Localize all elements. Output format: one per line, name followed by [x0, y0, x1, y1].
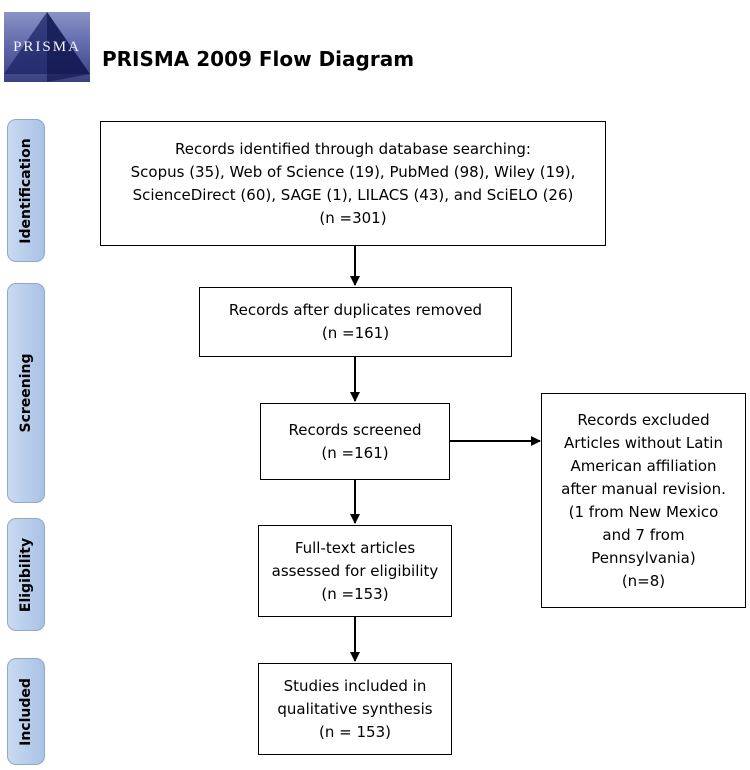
box-fulltext-assessed: Full-text articles assessed for eligibil…	[258, 525, 452, 617]
excluded-line-6: and 7 from	[602, 525, 685, 544]
included-line-1: Studies included in	[283, 676, 427, 695]
box-records-excluded: Records excluded Articles without Latin …	[541, 393, 746, 608]
fulltext-line-2: assessed for eligibility	[271, 561, 439, 580]
excluded-line-3: American affiliation	[570, 456, 717, 475]
excluded-line-1: Records excluded	[577, 410, 710, 429]
box-studies-included: Studies included in qualitative synthesi…	[258, 663, 452, 755]
screened-line-2: (n =161)	[321, 443, 389, 462]
box-records-identified: Records identified through database sear…	[100, 121, 606, 246]
excluded-line-8: (n=8)	[621, 571, 666, 590]
screened-line-1: Records screened	[288, 420, 422, 439]
stage-identification: Identification	[7, 119, 45, 262]
identified-line-3: ScienceDirect (60), SAGE (1), LILACS (43…	[132, 185, 574, 204]
included-line-3: (n = 153)	[319, 722, 391, 741]
logo-text: PRISMA	[13, 39, 81, 55]
prisma-logo: PRISMA	[4, 12, 90, 82]
stage-eligibility: Eligibility	[7, 518, 45, 631]
duplicates-line-2: (n =161)	[321, 324, 390, 342]
pyramid-icon	[4, 12, 90, 82]
stage-included: Included	[7, 658, 45, 765]
excluded-line-5: (1 from New Mexico	[568, 502, 719, 521]
identified-line-2: Scopus (35), Web of Science (19), PubMed…	[130, 162, 576, 181]
duplicates-line-1: Records after duplicates removed	[228, 301, 483, 319]
identified-line-4: (n =301)	[319, 208, 387, 227]
excluded-line-2: Articles without Latin	[564, 433, 723, 452]
fulltext-line-3: (n =153)	[321, 584, 389, 603]
page-title: PRISMA 2009 Flow Diagram	[102, 47, 415, 71]
box-records-screened: Records screened (n =161)	[260, 403, 450, 480]
identified-line-1: Records identified through database sear…	[175, 139, 531, 158]
fulltext-line-1: Full-text articles	[294, 538, 416, 557]
excluded-line-4: after manual revision.	[561, 479, 726, 498]
box-duplicates-removed: Records after duplicates removed (n =161…	[199, 287, 512, 357]
stage-screening: Screening	[7, 283, 45, 503]
included-line-2: qualitative synthesis	[277, 699, 433, 718]
excluded-line-7: Pennsylvania)	[591, 548, 696, 567]
